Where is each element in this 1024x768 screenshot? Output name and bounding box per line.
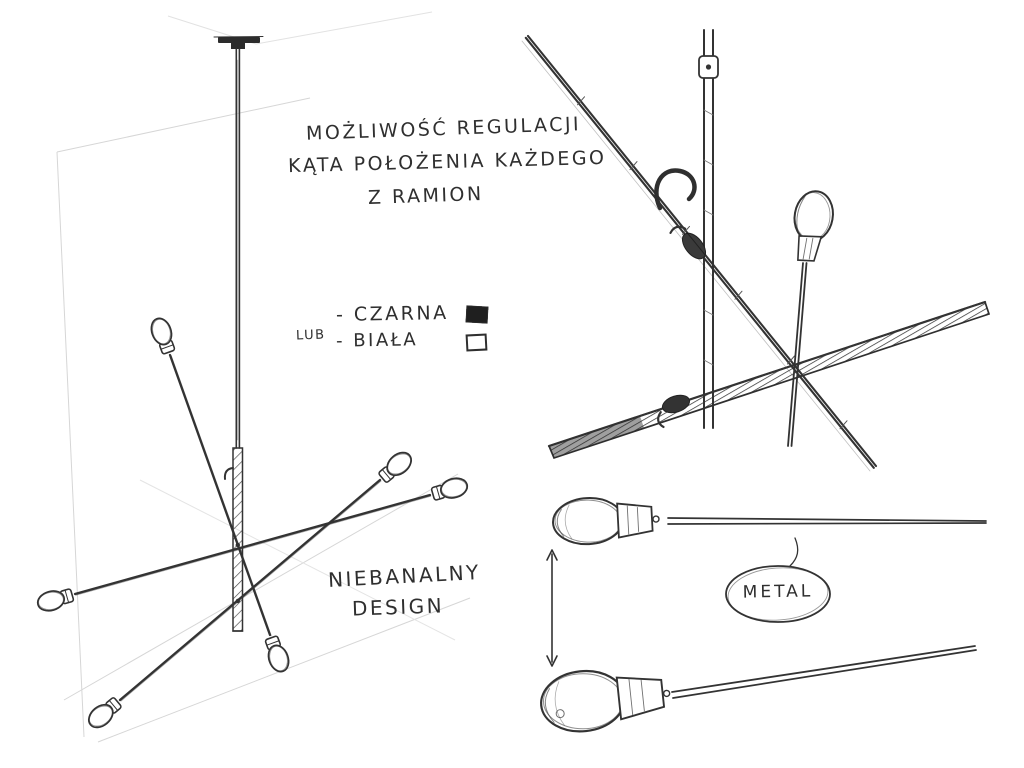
joint-detail-sketch	[521, 29, 991, 472]
arm-end-detail-sketch	[540, 497, 987, 733]
bulb-stem	[790, 262, 808, 447]
adjust-arrow-icon	[546, 549, 558, 667]
detail-pole	[698, 29, 719, 429]
metal-callout-bubble	[725, 565, 831, 623]
lamp-arms	[73, 353, 432, 702]
bulb-icon	[430, 477, 469, 501]
bulb-icon	[36, 588, 75, 612]
metal-leader-line	[789, 537, 799, 567]
color-option-black-label: - CZARNA	[335, 302, 449, 326]
arm-end-lower	[540, 669, 671, 733]
ceiling-mount	[213, 36, 264, 49]
black-color-swatch	[465, 305, 489, 324]
metal-callout-label: METAL	[742, 581, 814, 603]
bulb-stem	[787, 262, 804, 447]
clamp-joint	[657, 394, 691, 429]
hook-icon	[654, 168, 697, 211]
arm-rod	[667, 522, 987, 525]
arm-rod	[667, 517, 987, 522]
bulb-detail-icon	[793, 190, 834, 262]
arm-end-upper	[552, 497, 660, 546]
note-design-line2: DESIGN	[351, 593, 445, 621]
pendant-lamp-sketch	[36, 36, 469, 729]
bulb-icon	[87, 697, 122, 729]
color-option-or-label: LUB	[295, 327, 326, 344]
hatched-arm-band	[547, 300, 991, 460]
bulb-icon	[378, 451, 413, 483]
bulb-icon	[150, 317, 176, 355]
drop-rod	[235, 48, 241, 449]
clamp-joint	[669, 225, 707, 260]
note-adjustability-line3: Z RAMION	[367, 182, 485, 210]
arm-rod	[671, 645, 976, 693]
construction-lines	[56, 11, 471, 743]
color-option-white-label: - BIAŁA	[335, 329, 419, 352]
bulb-icon	[264, 635, 290, 673]
arm-rod	[672, 649, 977, 699]
white-color-swatch	[465, 333, 488, 352]
